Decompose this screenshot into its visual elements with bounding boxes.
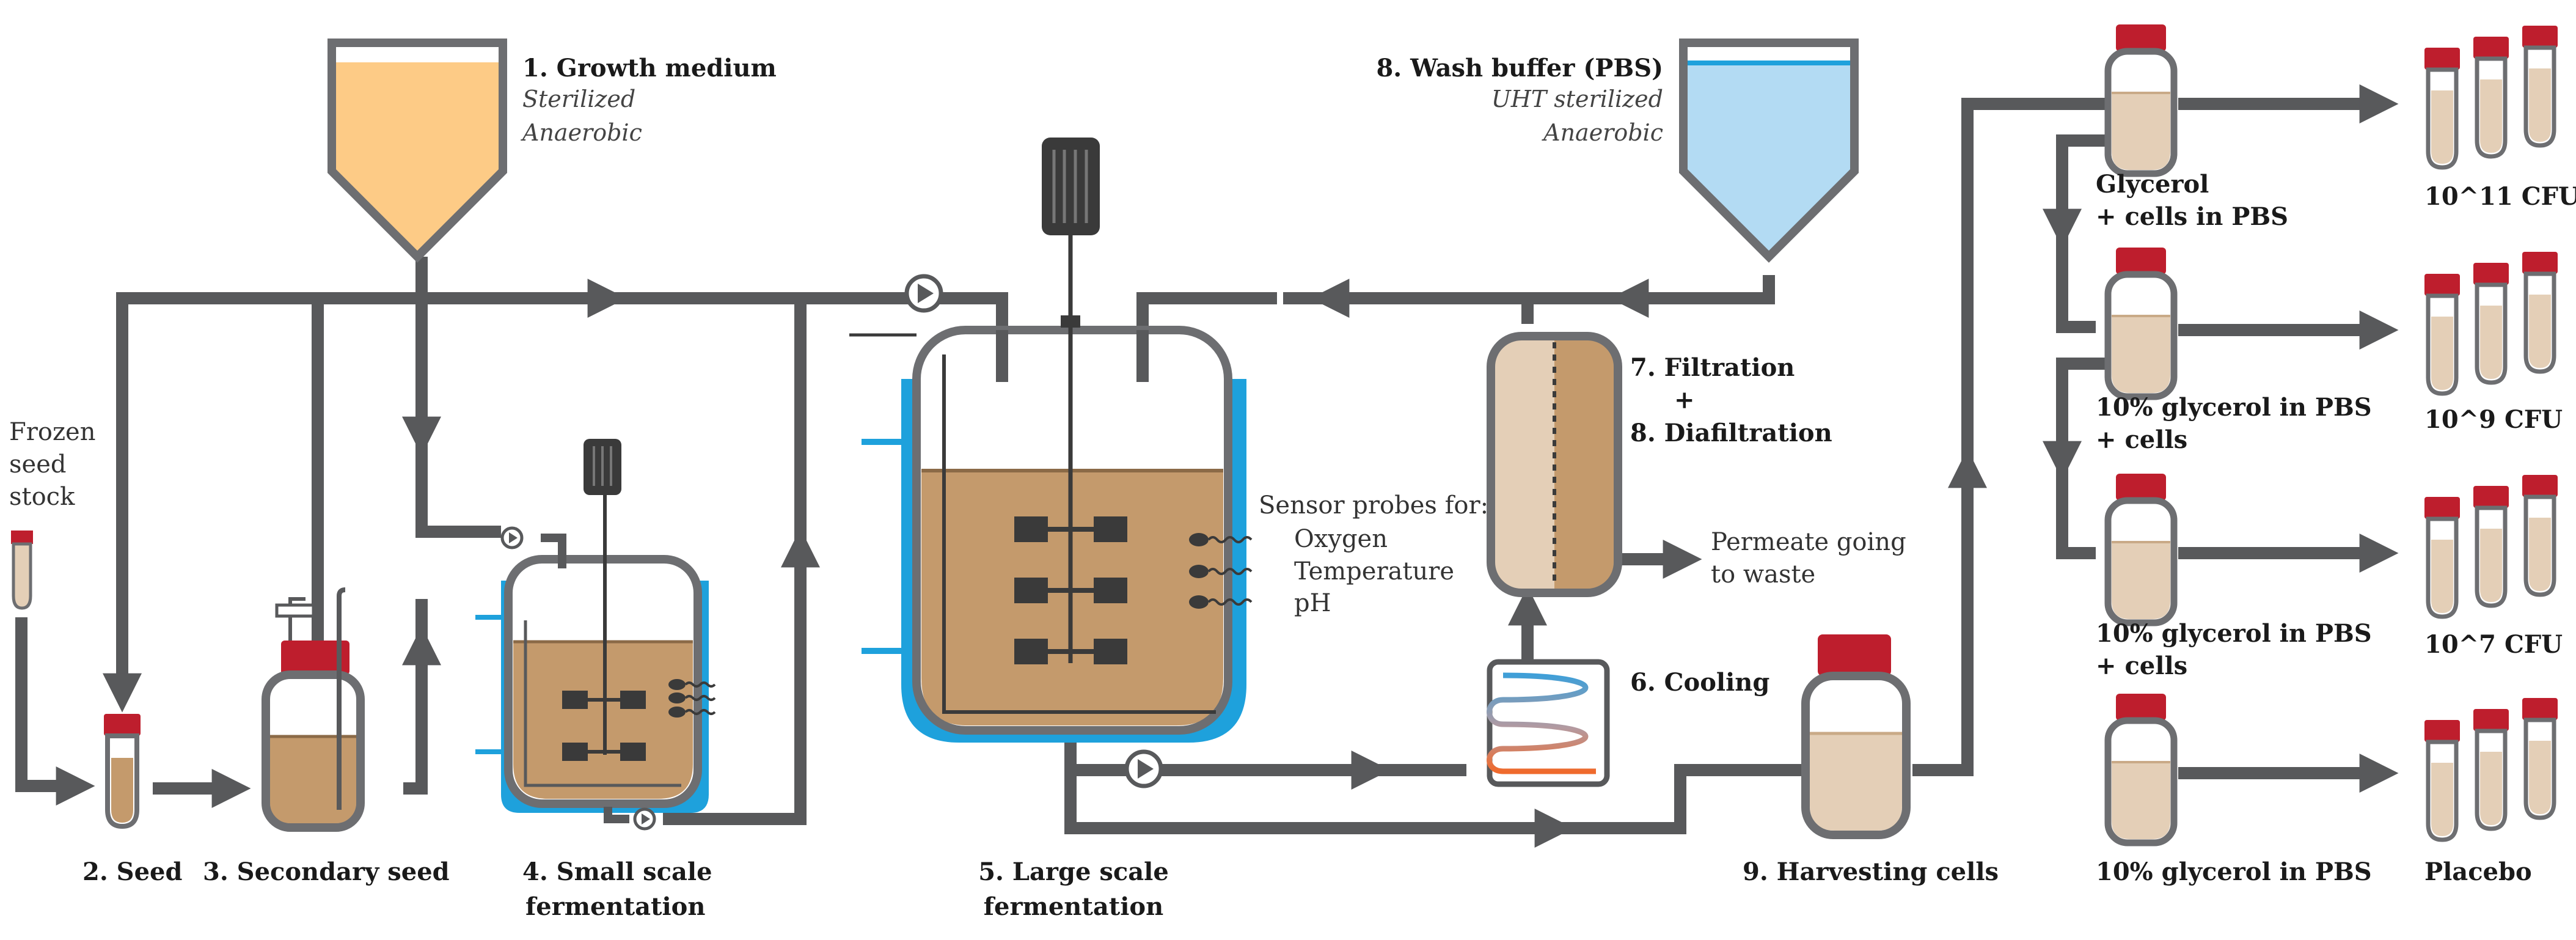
formulation-bottle-icon [2104,248,2178,400]
wash-buffer-pipe [1283,275,1775,304]
filter-icon [1487,332,1622,597]
large-scale-label-1: 5. Large scale [978,857,1169,886]
small-motor-icon [584,439,621,495]
frozen-seed-line1: Frozen [9,418,95,446]
to-harvest-pipe [1064,764,1809,834]
dose-1-label: 10^11 CFU [2424,182,2576,211]
secondary-seed-bottle-icon [262,587,365,832]
sensor-ph: pH [1294,589,1331,617]
frozen-seed-line3: stock [9,483,75,511]
formulation-bottle-icon [2104,694,2178,846]
sensor-oxygen: Oxygen [1294,525,1388,553]
wash-buffer-hopper-icon [1679,39,1859,263]
formulation-3-line1: 10% glycerol in PBS [2096,619,2372,648]
harvest-out-pipe [1912,98,2108,776]
dose-3-label: 10^7 CFU [2424,630,2563,659]
sensor-temperature: Temperature [1294,557,1454,586]
frozen-seed-tube-icon [11,531,33,610]
dose-tube-icon [2424,274,2460,396]
dose-tube-icon [2424,720,2460,842]
formulation-bottle-icon [2104,474,2178,626]
seed-tube-icon [104,714,141,829]
dose-2-label: 10^9 CFU [2424,405,2563,434]
wash-buffer-title: 8. Wash buffer (PBS) [1376,54,1663,83]
sensor-probes-title: Sensor probes for: [1259,491,1488,520]
large-scale-label-2: fermentation [984,892,1163,921]
large-motor-icon [1042,138,1100,235]
secondary-seed-label: 3. Secondary seed [203,857,450,886]
formulation-bottle-icon [2104,24,2178,177]
small-impeller-icon [562,691,646,761]
filtration-label: 7. Filtration [1630,353,1795,382]
small-scale-fermenter-icon [475,439,716,831]
formulation-2-line1: 10% glycerol in PBS [2096,393,2372,422]
cooling-label: 6. Cooling [1630,668,1769,697]
formulation-1-line2: + cells in PBS [2096,202,2288,231]
formulation-3-line2: + cells [2096,652,2187,680]
dose-tube-icon [2473,709,2509,831]
dose-tubes [2424,26,2558,842]
dose-tube-icon [2522,698,2558,820]
diafiltration-label: 8. Diafiltration [1630,419,1832,447]
frozen-seed-line2: seed [9,450,66,479]
permeate-line2: to waste [1711,560,1815,589]
dose-tube-icon [2522,475,2558,597]
frozen-to-seed-pipe [15,617,67,792]
wash-buffer-line1: UHT sterilized [1491,86,1663,112]
harvest-bottle-icon [1801,634,1911,839]
dose-tube-icon [2522,252,2558,374]
large-inlet-pump-icon [904,274,943,313]
large-sensor-probe-icon [1189,533,1253,609]
formulation-1-line1: Glycerol [2096,170,2209,199]
large-outlet-pump-icon [1124,749,1163,788]
dose-tube-icon [2473,486,2509,608]
text-labels: 1. Growth medium Sterilized Anaerobic 8.… [9,54,2576,921]
small-scale-label-2: fermentation [525,892,705,921]
formulation-bottles [2104,24,2178,846]
growth-medium-line2: Anaerobic [521,119,642,146]
harvesting-label: 9. Harvesting cells [1743,857,1999,886]
large-scale-fermenter-icon [849,138,1253,788]
formulation-4-line1: 10% glycerol in PBS [2096,857,2372,886]
large-impeller-icon [1014,516,1127,664]
dose-tube-icon [2473,37,2509,159]
dose-4-label: Placebo [2424,857,2532,886]
growth-medium-title: 1. Growth medium [522,54,777,83]
seed-label: 2. Seed [82,857,182,886]
dose-tube-icon [2522,26,2558,148]
dose-tube-icon [2424,497,2460,619]
wash-buffer-line2: Anaerobic [1542,119,1663,146]
filtration-plus: + [1674,386,1695,414]
small-to-large-pipe [663,298,807,825]
cooling-coil-icon [1487,659,1610,787]
small-sensor-probe-icon [668,679,716,718]
growth-medium-line1: Sterilized [522,86,635,112]
growth-medium-hopper-icon [327,39,507,263]
dose-tube-icon [2473,263,2509,385]
permeate-line1: Permeate going [1711,528,1906,556]
formulation-2-line2: + cells [2096,425,2187,454]
dose-tube-icon [2424,48,2460,170]
small-scale-label-1: 4. Small scale [522,857,712,886]
